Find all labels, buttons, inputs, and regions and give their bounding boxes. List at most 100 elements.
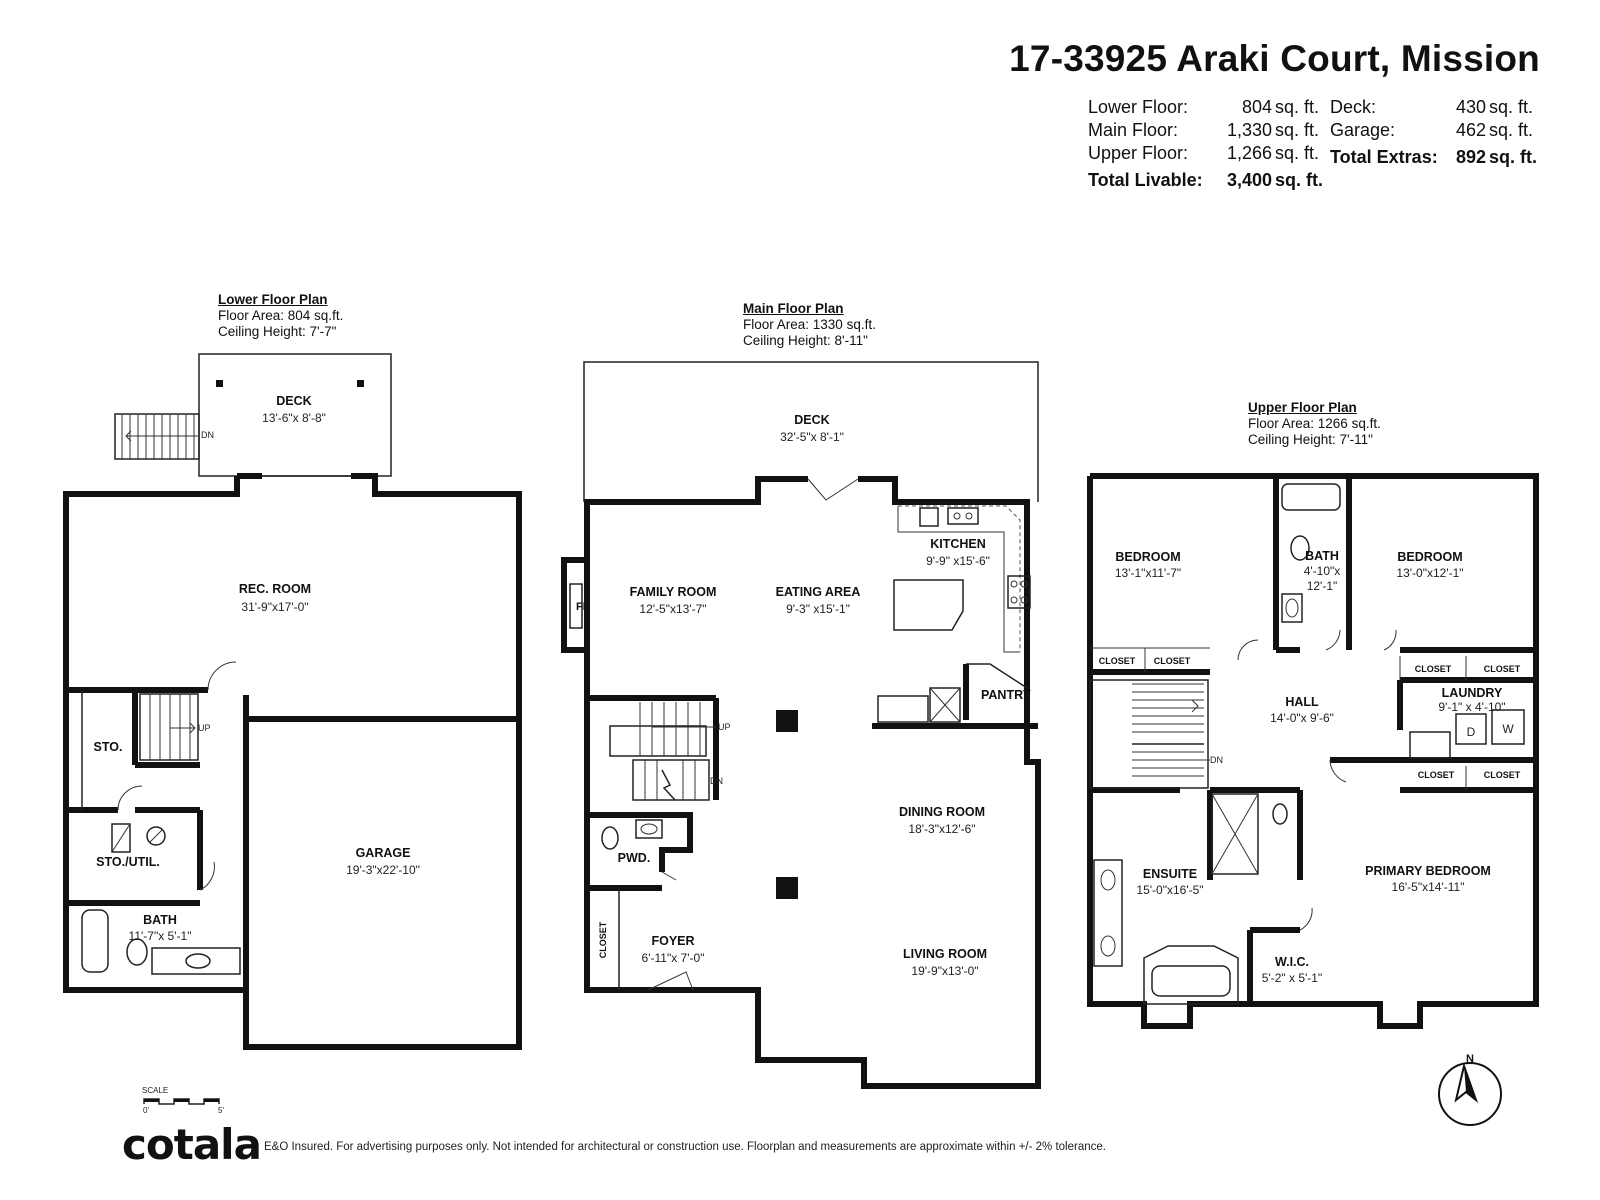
counter [877, 695, 929, 723]
pantry-name: PANTRY [981, 688, 1032, 702]
lower-floor-row: Lower Floor: 804 sq. ft. [1088, 96, 1323, 119]
lower-plan-ceiling: Ceiling Height: 7'-7" [218, 324, 337, 339]
lower-floor-unit: sq. ft. [1275, 97, 1320, 117]
lower-stairs [139, 693, 199, 761]
shower [1211, 793, 1259, 875]
living-room-name: LIVING ROOM [903, 947, 987, 961]
lower-floor-value: 804 [1241, 97, 1272, 117]
upper-floor-label: Upper Floor: [1088, 143, 1189, 163]
page-title: 17-33925 Araki Court, Mission [1009, 38, 1540, 79]
door-swing [1329, 759, 1347, 783]
main-deck-dim: 32'-5"x 8'-1" [780, 430, 844, 444]
soaker-tub [1143, 945, 1239, 1005]
lower-plan-heading: Lower Floor Plan Floor Area: 804 sq.ft. … [218, 292, 343, 340]
family-room-name: FAMILY ROOM [630, 585, 717, 599]
closet-label: CLOSET [1484, 770, 1521, 780]
lower-bath-name: BATH [143, 913, 177, 927]
main-floor-label: Main Floor: [1088, 120, 1179, 140]
primary-bedroom-dim: 16'-5"x14'-11" [1392, 880, 1465, 894]
north-compass-icon: N [1438, 1053, 1502, 1126]
ensuite-toilet [1272, 803, 1288, 825]
upper-plan-ceiling: Ceiling Height: 7'-11" [1248, 432, 1373, 447]
main-plan-title: Main Floor Plan [743, 301, 844, 316]
fridge [929, 687, 961, 723]
foyer-name: FOYER [651, 934, 694, 948]
closet-label: CLOSET [1415, 664, 1452, 674]
main-floor-row: Main Floor: 1,330 sq. ft. [1088, 119, 1323, 142]
bedroom2-dim: 13'-0"x12'-1" [1396, 566, 1463, 580]
ensuite-name: ENSUITE [1143, 867, 1197, 881]
deck-post [216, 380, 223, 387]
laundry-name: LAUNDRY [1442, 686, 1503, 700]
wic-name: W.I.C. [1275, 955, 1309, 969]
closet-label: CLOSET [1099, 656, 1136, 666]
fireplace-label: FP [576, 601, 590, 613]
garage-name: GARAGE [356, 846, 411, 860]
laundry-dim: 9'-1" x 4'-10" [1438, 700, 1505, 714]
main-interior-wall [587, 812, 693, 872]
util-name: STO./UTIL. [96, 855, 160, 869]
lower-deck-dn: DN [201, 430, 214, 440]
front-door [647, 971, 694, 991]
cotala-logo: cotala [122, 1120, 262, 1169]
upper-plan-heading: Upper Floor Plan Floor Area: 1266 sq.ft.… [1248, 400, 1381, 448]
closet-label: CLOSET [1418, 770, 1455, 780]
lower-floor-plan: DN DECK 13'-6"x 8'-8" UP [63, 353, 522, 1050]
fireplace [561, 557, 590, 653]
column [776, 877, 798, 899]
deck-row: Deck: 430 sq. ft. [1330, 96, 1537, 119]
upper-bath-dim1: 4'-10"x [1304, 564, 1341, 578]
kitchen-island [893, 579, 964, 631]
kitchen-counter [897, 506, 1020, 653]
total-extras-label: Total Extras: [1330, 147, 1438, 167]
upper-floor-row: Upper Floor: 1,266 sq. ft. [1088, 142, 1323, 165]
rec-room-name: REC. ROOM [239, 582, 311, 596]
ensuite-vanity [1093, 859, 1123, 967]
eating-area-name: EATING AREA [776, 585, 861, 599]
scale-bar: SCALE 0' 5' [142, 1086, 224, 1115]
deck-unit: sq. ft. [1489, 97, 1534, 117]
total-livable-unit: sq. ft. [1275, 170, 1323, 190]
main-exterior-wall [584, 476, 1041, 1089]
door-swing [661, 871, 677, 881]
main-stairs-dn: DN [710, 776, 723, 786]
garage-label: Garage: [1330, 120, 1396, 140]
main-plan-heading: Main Floor Plan Floor Area: 1330 sq.ft. … [743, 301, 876, 349]
eating-area-dim: 9'-3" x15'-1" [786, 602, 850, 616]
upper-plan-title: Upper Floor Plan [1248, 400, 1357, 415]
extras-summary: Deck: 430 sq. ft. Garage: 462 sq. ft. To… [1330, 96, 1537, 169]
laundry-sink [1409, 731, 1451, 759]
main-deck-name: DECK [794, 413, 829, 427]
scale-label: SCALE [142, 1086, 168, 1095]
main-floor-value: 1,330 [1226, 120, 1272, 140]
water-heater [111, 823, 131, 853]
primary-bedroom-name: PRIMARY BEDROOM [1365, 864, 1491, 878]
upper-floor-plan: DN D W BEDROOM 13'-1"x11'-7" BATH 4'-10"… [1087, 473, 1539, 1029]
toilet [126, 938, 148, 966]
upper-plan-area: Floor Area: 1266 sq.ft. [1248, 416, 1381, 431]
deck-label: Deck: [1330, 97, 1377, 117]
total-extras-row: Total Extras: 892 sq. ft. [1330, 146, 1537, 169]
door-swing [1383, 629, 1397, 651]
main-stairs [587, 695, 719, 801]
cooktop [1007, 575, 1031, 609]
family-room-dim: 12'-5"x13'-7" [639, 602, 706, 616]
hall-name: HALL [1285, 695, 1319, 709]
lower-bath-dim: 11'-7"x 5'-1" [129, 929, 192, 943]
main-floor-unit: sq. ft. [1275, 120, 1320, 140]
total-livable-row: Total Livable: 3,400 sq. ft. [1088, 169, 1323, 192]
total-livable-value: 3,400 [1226, 170, 1272, 190]
garage-unit: sq. ft. [1489, 120, 1534, 140]
powder-sink [635, 819, 663, 839]
upper-toilet [1290, 535, 1310, 561]
living-area-summary: Lower Floor: 804 sq. ft. Main Floor: 1,3… [1088, 96, 1323, 192]
compass-n: N [1466, 1053, 1474, 1065]
garage-row: Garage: 462 sq. ft. [1330, 119, 1537, 142]
hall-dim: 14'-0"x 9'-6" [1270, 711, 1334, 725]
dryer [1455, 713, 1487, 745]
garage-value: 462 [1455, 120, 1486, 140]
door-swing [199, 861, 215, 891]
upper-vanity [1281, 593, 1303, 623]
upper-bath-dim2: 12'-1" [1307, 579, 1338, 593]
kitchen-sink [947, 507, 979, 525]
